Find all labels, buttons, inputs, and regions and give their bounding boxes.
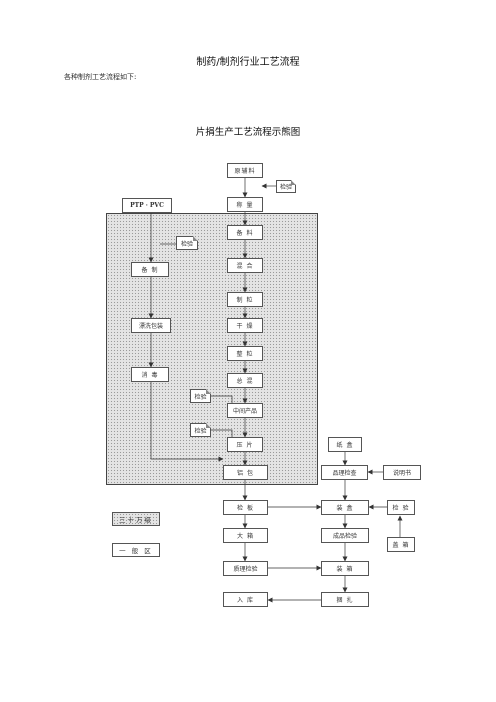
tablet-box: 压 片 [227, 437, 263, 452]
leaflet-box: 说明书 [383, 465, 421, 480]
raw-material-box: 原辅料 [227, 163, 263, 178]
packing-box: 装 箱 [321, 561, 369, 576]
large-box: 大 箱 [223, 528, 268, 543]
sterilize-box: 消 毒 [131, 367, 169, 382]
clean-zone [106, 213, 318, 485]
total-mix-box: 总 混 [227, 373, 263, 388]
legend-general-area: 一 般 区 [112, 543, 160, 557]
page-title: 制药/制剂行业工艺流程 [196, 57, 300, 68]
check-doc-left: 检验 [176, 236, 198, 250]
quality-check-box: 质理检验 [223, 561, 268, 576]
check-doc-top: 检验 [276, 180, 296, 193]
print-check-box: 品理检查 [321, 465, 368, 480]
legend-clean-area: 三十万级 [112, 512, 160, 526]
inspect-box: 检 板 [223, 500, 268, 515]
weigh-box: 称 量 [227, 197, 263, 212]
final-check-box: 成品检验 [321, 528, 369, 543]
sizing-box: 整 粒 [227, 346, 263, 361]
intro-text: 各种制剂工艺流程如下: [64, 73, 137, 81]
sealing-box: 盖 箱 [387, 537, 415, 552]
check-right-box: 检 验 [387, 500, 415, 515]
check-doc-mid1: 检验 [190, 389, 211, 403]
figure-title: 片捐生产工艺流程示熊图 [195, 127, 301, 138]
strapping-box: 捆 扎 [321, 592, 369, 607]
box-pack-box: 装 盒 [321, 500, 369, 515]
rinse-pack-box: 漂洗包装 [131, 318, 171, 333]
check-doc-mid2: 检验 [190, 423, 211, 437]
intermediate-box: 中间产品 [227, 403, 263, 418]
mix-box: 混 合 [227, 258, 263, 273]
warehouse-box: 入 库 [223, 592, 268, 607]
blister-box: 铝 包 [223, 465, 268, 480]
granulate-box: 制 粒 [227, 292, 263, 307]
ptp-pvc-box: PTP · PVC [122, 198, 172, 213]
prep-left-box: 备 制 [131, 262, 169, 277]
carton-box: 纸 盒 [328, 437, 362, 452]
prep-right-box: 备 料 [227, 225, 263, 240]
dry-box: 干 燥 [227, 318, 263, 333]
